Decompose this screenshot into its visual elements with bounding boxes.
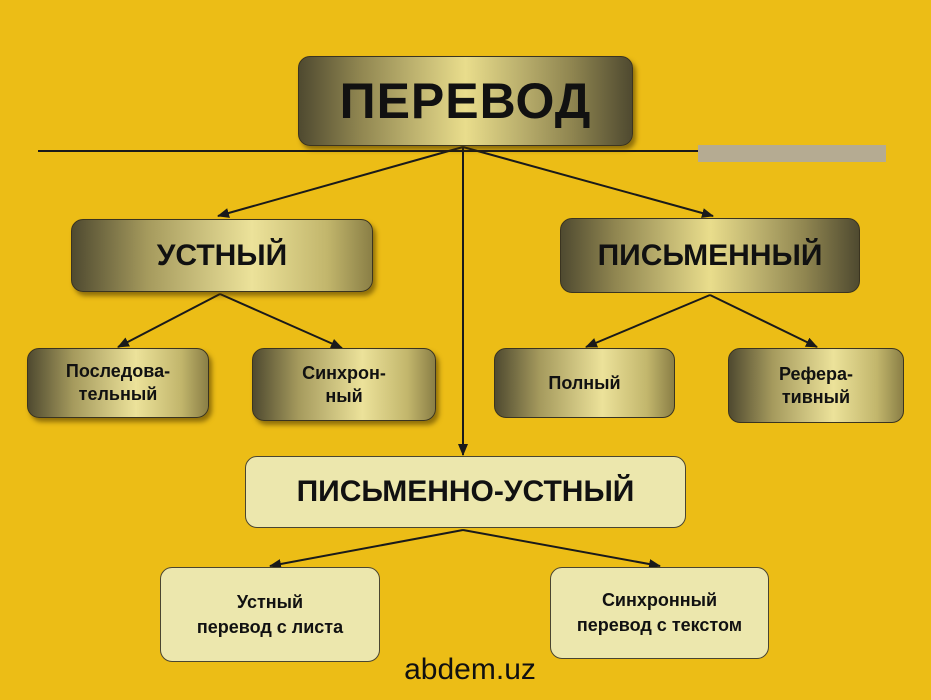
arrow-root-to-written: [462, 146, 714, 218]
node-written-oral: ПИСЬМЕННО-УСТНЫЙ: [245, 456, 686, 528]
arrow-written-oral-to-sight: [269, 529, 464, 569]
arrow-root-to-oral: [217, 146, 464, 218]
accent-bar: [698, 145, 886, 162]
node-simultaneous: Синхрон- ный: [252, 348, 436, 421]
arrow-written-to-full: [585, 294, 711, 348]
node-sight-translation: Устный перевод с листа: [160, 567, 380, 662]
arrow-written-to-abstract: [709, 294, 818, 348]
node-root-translation: ПЕРЕВОД: [298, 56, 633, 146]
node-simultaneous-with-text: Синхронный перевод с текстом: [550, 567, 769, 659]
site-watermark: abdem.uz: [404, 653, 536, 686]
node-full: Полный: [494, 348, 675, 418]
node-oral: УСТНЫЙ: [71, 219, 373, 292]
node-written: ПИСЬМЕННЫЙ: [560, 218, 860, 293]
arrow-oral-to-consecutive: [117, 293, 221, 348]
node-consecutive: Последова- тельный: [27, 348, 209, 418]
arrow-written-oral-to-synctext: [462, 529, 661, 569]
node-abstract: Рефера- тивный: [728, 348, 904, 423]
arrow-oral-to-simultaneous: [219, 293, 343, 349]
